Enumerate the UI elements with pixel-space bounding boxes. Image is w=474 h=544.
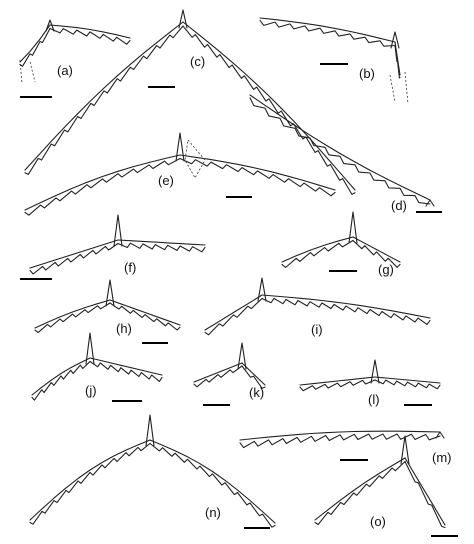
specimen-e-left-process-denticles (24, 157, 181, 216)
specimen-k-right-process-upper (241, 362, 266, 386)
specimen-e-right-process-denticles (179, 157, 336, 197)
specimen-j-main-cusp (85, 332, 95, 365)
specimen-m-left-process-upper (239, 430, 441, 441)
specimen-o-main-cusp (400, 435, 410, 465)
panel-labels: (a) (b) (c) (d) (e) (f) (g) (h) (i) (j) … (57, 54, 452, 529)
specimen-m-left-process-denticles (239, 433, 441, 449)
specimen-b-left-process-upper (259, 17, 396, 43)
specimen-l-right-process-denticles (374, 379, 441, 390)
specimen-k-left-process-upper (193, 362, 243, 383)
panel-label-e: (e) (158, 173, 174, 188)
specimen-h-left-process-denticles (34, 302, 111, 334)
specimen-a-right-process-denticles (49, 27, 131, 45)
specimen-h-right-process-denticles (109, 302, 181, 331)
specimen-b-left-process-denticles (259, 19, 396, 47)
specimen-g-right-process-denticles (352, 239, 401, 268)
specimen-e-right-process-upper (179, 154, 336, 191)
specimen-o-right-process-upper (404, 457, 446, 526)
specimen-e-main-cusp (175, 132, 185, 162)
specimen-d-main-cusp (425, 199, 435, 207)
specimen-c-left-process-upper (24, 21, 184, 171)
specimen-a-left-process-upper (19, 24, 51, 63)
specimen-a-main-cusp (45, 19, 55, 32)
specimen-a-left-process-denticles (19, 27, 51, 67)
specimen-o-right-process-denticles (404, 460, 446, 529)
panel-label-d: (d) (391, 198, 407, 213)
specimen-a-right-process-upper (49, 24, 131, 39)
specimen-a-broken-outline (19, 59, 36, 85)
specimen-i-right-process-upper (261, 294, 431, 319)
specimen-j-left-process-denticles (31, 360, 91, 401)
specimen-c-right-process-denticles (182, 25, 356, 195)
specimen-g-left-process-upper (281, 236, 354, 263)
specimen-n-main-cusp (145, 414, 155, 447)
panel-label-j: (j) (85, 383, 97, 398)
specimen-g-main-cusp (348, 211, 358, 244)
specimen-g-right-process-upper (352, 236, 401, 263)
specimen-l-left-process-denticles (299, 379, 376, 392)
specimen-f-main-cusp (113, 214, 123, 247)
specimen-o-left-process-denticles (314, 460, 406, 526)
specimen-f-left-process-denticles (29, 242, 119, 275)
specimen-n-right-process-denticles (149, 442, 276, 528)
specimen-i-main-cusp (257, 277, 267, 302)
specimen-n-left-process-denticles (29, 442, 151, 525)
panel-label-h: (h) (116, 321, 132, 336)
specimen-o-left-process-upper (314, 457, 406, 521)
specimen-l-left-process-upper (299, 376, 376, 386)
panel-label-k: (k) (249, 385, 264, 400)
specimen-c-main-cusp (178, 9, 188, 29)
specimen-e-left-process-upper (24, 154, 181, 211)
specimen-f-right-process-denticles (117, 242, 206, 253)
panel-label-c: (c) (190, 54, 205, 69)
specimen-l-right-process-upper (374, 376, 441, 384)
specimen-c-left-process-denticles (24, 25, 184, 175)
specimen-d-left-process-denticles (249, 97, 431, 205)
specimen-j-left-process-upper (31, 357, 91, 396)
panel-label-g: (g) (378, 262, 394, 277)
specimen-e-hatched-region (184, 139, 206, 179)
specimen-k-left-process-denticles (193, 365, 243, 388)
specimen-j-right-process-upper (89, 357, 163, 376)
specimen-d-left-process-upper (249, 94, 431, 201)
specimen-drawings (19, 9, 446, 529)
specimen-k-main-cusp (237, 342, 247, 370)
specimen-b-right-process-denticles (394, 44, 401, 79)
specimen-i-right-process-denticles (261, 297, 431, 325)
panel-label-i: (i) (311, 322, 323, 337)
panel-label-n: (n) (205, 505, 221, 520)
panel-label-l: (l) (368, 392, 380, 407)
panel-label-a: (a) (57, 63, 73, 78)
specimen-k-right-process-denticles (241, 365, 266, 389)
panel-label-b: (b) (359, 66, 375, 81)
specimen-h-left-process-upper (34, 299, 111, 329)
specimen-n-right-process-upper (149, 439, 276, 524)
specimen-f-left-process-upper (29, 239, 119, 269)
panel-label-f: (f) (124, 260, 136, 275)
specimen-i-left-process-upper (204, 294, 263, 331)
specimen-j-right-process-denticles (89, 360, 163, 382)
scale-bars (20, 63, 458, 537)
specimen-h-main-cusp (105, 279, 115, 307)
specimen-l-main-cusp (370, 359, 380, 384)
panel-label-o: (o) (370, 514, 386, 529)
specimen-b-right-process-upper (394, 41, 401, 76)
specimen-n-left-process-upper (29, 439, 151, 521)
specimen-i-left-process-denticles (204, 297, 263, 336)
specimen-h-right-process-upper (109, 299, 181, 326)
specimen-b-broken-outline (389, 71, 409, 105)
specimen-f-right-process-upper (117, 239, 206, 246)
specimen-b-main-cusp (390, 31, 400, 49)
specimen-c-right-process-upper (182, 21, 356, 191)
panel-label-m: (m) (432, 450, 452, 465)
specimen-g-left-process-denticles (281, 239, 354, 269)
